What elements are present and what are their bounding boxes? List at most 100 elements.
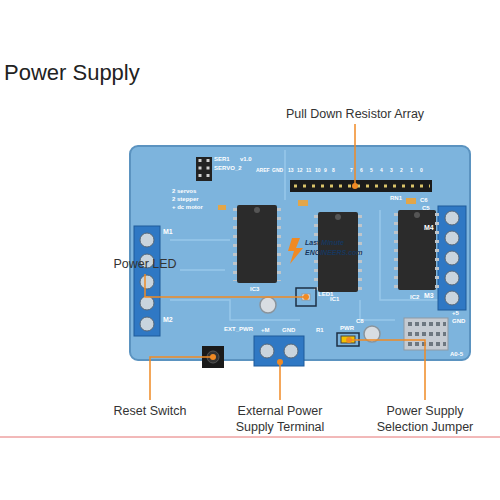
silkscreen-label: C6 — [420, 197, 428, 203]
callout-label: External Power Supply Terminal — [224, 403, 336, 435]
watermark: Last Minute — [305, 239, 344, 246]
chip-notch — [414, 212, 420, 218]
pin-header — [404, 318, 448, 350]
pin-number: 3 — [390, 168, 393, 173]
power-terminal-block — [254, 336, 304, 366]
chip-notch — [335, 214, 341, 220]
pin-number: 0 — [420, 168, 423, 173]
pcb-trace — [170, 150, 440, 320]
pin-number: 8 — [332, 168, 335, 173]
leader-line — [279, 362, 281, 400]
leader-dot — [210, 354, 216, 360]
silkscreen-label: SER1 — [214, 156, 230, 162]
chip-pins — [435, 213, 439, 288]
silkscreen-label: M3 — [424, 292, 434, 299]
pin-number: 2 — [400, 168, 403, 173]
leader-line — [150, 357, 213, 400]
array-pins — [294, 185, 430, 188]
watermark: ENGINEERS.com — [305, 249, 363, 256]
terminal-screw — [445, 231, 459, 245]
terminal-screw — [140, 275, 154, 289]
silkscreen-label: SERVO_2 — [214, 165, 242, 171]
silkscreen-label: 2 servos — [172, 188, 196, 194]
terminal-screw — [445, 251, 459, 265]
callout-label: Power Supply Selection Jumper — [369, 403, 481, 435]
header-pins — [408, 322, 446, 326]
pin-number: 7 — [350, 168, 353, 173]
pin-number: 5 — [370, 168, 373, 173]
silkscreen-label: C8 — [356, 318, 364, 324]
pin-number: 1 — [410, 168, 413, 173]
terminal-screw — [140, 233, 154, 247]
silkscreen-label: v1.0 — [240, 156, 252, 162]
divider-line — [0, 437, 500, 438]
header-pins — [199, 159, 202, 180]
leader-dot — [352, 183, 358, 189]
header-pins — [207, 159, 210, 180]
chip-notch — [254, 207, 260, 213]
chip-pins — [277, 208, 281, 281]
leader-line — [145, 274, 306, 297]
logo-mark — [288, 238, 303, 264]
capacitor — [218, 205, 226, 210]
motor-terminal-block — [438, 206, 466, 310]
silkscreen-label: GND — [282, 327, 295, 333]
pin-number: AREF — [256, 168, 270, 173]
terminal-screw — [284, 344, 298, 358]
leader-dot — [277, 359, 283, 365]
chip-pins — [233, 208, 237, 281]
silkscreen-label: M4 — [424, 224, 434, 231]
silkscreen-label: M1 — [163, 228, 173, 235]
terminal-screw — [445, 271, 459, 285]
power-led — [302, 294, 310, 300]
silkscreen-label: C5 — [422, 205, 430, 211]
silkscreen-label: A0-5 — [450, 351, 463, 357]
pin-number: 10 — [315, 168, 321, 173]
capacitor — [406, 198, 416, 204]
silkscreen-label: M2 — [163, 316, 173, 323]
silkscreen-label: RN1 — [390, 195, 402, 201]
callout-label: Pull Down Resistor Array — [270, 106, 440, 122]
leader-dot — [303, 294, 309, 300]
servo-header — [196, 157, 212, 181]
pin-number: 9 — [324, 168, 327, 173]
silkscreen-label: IC1 — [330, 296, 339, 302]
leader-line — [354, 124, 356, 186]
terminal-screw — [140, 296, 154, 310]
page-title: Power Supply — [4, 60, 140, 86]
silkscreen-label: IC2 — [410, 294, 419, 300]
ic-chip — [237, 205, 277, 283]
terminal-screw — [445, 211, 459, 225]
header-pins — [408, 332, 446, 336]
pin-number: 11 — [306, 168, 311, 173]
silkscreen-label: R1 — [316, 327, 324, 333]
pin-number: 4 — [380, 168, 383, 173]
terminal-screw — [260, 344, 274, 358]
callout-label: Power LED — [100, 256, 190, 272]
silkscreen-label: +M — [261, 327, 270, 333]
terminal-screw — [140, 317, 154, 331]
capacitor — [298, 200, 308, 206]
electrolytic-capacitor — [260, 297, 276, 313]
silkscreen-label: EXT_PWR — [224, 326, 253, 332]
silkscreen-label: GND — [452, 318, 465, 324]
callout-label: Reset Switch — [100, 403, 200, 419]
terminal-screw — [445, 291, 459, 305]
pin-number: 12 — [297, 168, 303, 173]
leader-line — [349, 340, 425, 400]
leader-dot — [346, 337, 352, 343]
pin-number: 6 — [360, 168, 363, 173]
motor-terminal-block — [134, 226, 160, 336]
pcb-board — [130, 146, 470, 360]
silkscreen-label: IC3 — [250, 286, 259, 292]
header-pins — [408, 342, 446, 346]
silkscreen-label: 2 stepper — [172, 196, 199, 202]
resistor-array — [290, 180, 432, 192]
silkscreen-label: +5 — [452, 310, 459, 316]
chip-pins — [394, 213, 398, 288]
silkscreen-label: PWR — [340, 325, 354, 331]
pin-number: 13 — [288, 168, 294, 173]
pin-number: GND — [272, 168, 283, 173]
ic-chip — [398, 210, 436, 290]
